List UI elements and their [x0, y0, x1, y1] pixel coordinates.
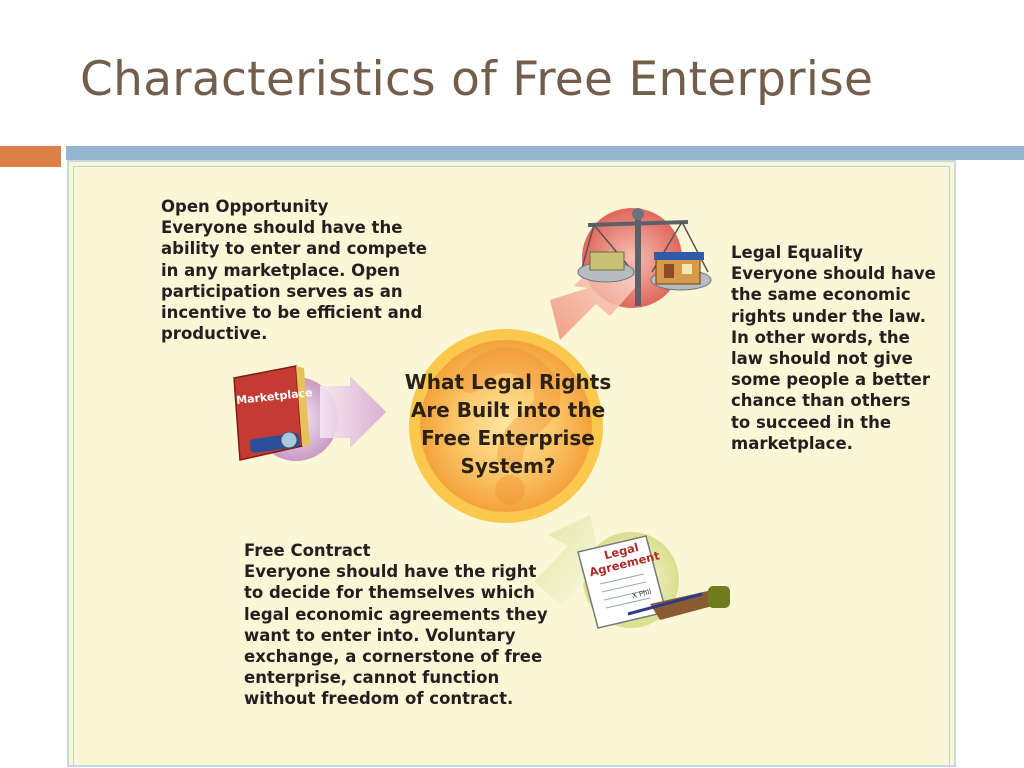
- center-circle: [409, 329, 603, 523]
- free-contract-text: Everyone should have the right to decide…: [244, 562, 548, 709]
- open-opportunity-heading: Open Opportunity: [161, 197, 329, 216]
- question-mark-icon: [457, 347, 561, 505]
- free-contract-illustration: [534, 515, 730, 629]
- legal-equality-text: Everyone should have the same economic r…: [731, 264, 936, 453]
- free-contract-heading: Free Contract: [244, 541, 371, 560]
- scales-icon: [577, 208, 712, 306]
- legal-equality-heading: Legal Equality: [731, 243, 863, 262]
- legal-equality-illustration: [550, 208, 712, 340]
- open-opportunity-block: Open Opportunity Everyone should have th…: [161, 196, 427, 344]
- center-question: What Legal Rights Are Built into the Fre…: [404, 370, 612, 478]
- marketplace-book-icon: [233, 365, 310, 461]
- open-opportunity-illustration: [233, 365, 386, 461]
- slide-title: Characteristics of Free Enterprise: [80, 52, 874, 107]
- open-opportunity-text: Everyone should have the ability to ente…: [161, 218, 427, 344]
- panel-border: [73, 166, 950, 765]
- legal-agreement-icon: [577, 535, 730, 629]
- title-accent-bar-orange: [0, 146, 61, 167]
- title-accent-bar-blue: [66, 146, 1024, 160]
- free-contract-block: Free Contract Everyone should have the r…: [244, 540, 548, 710]
- legal-equality-block: Legal Equality Everyone should have the …: [731, 242, 936, 454]
